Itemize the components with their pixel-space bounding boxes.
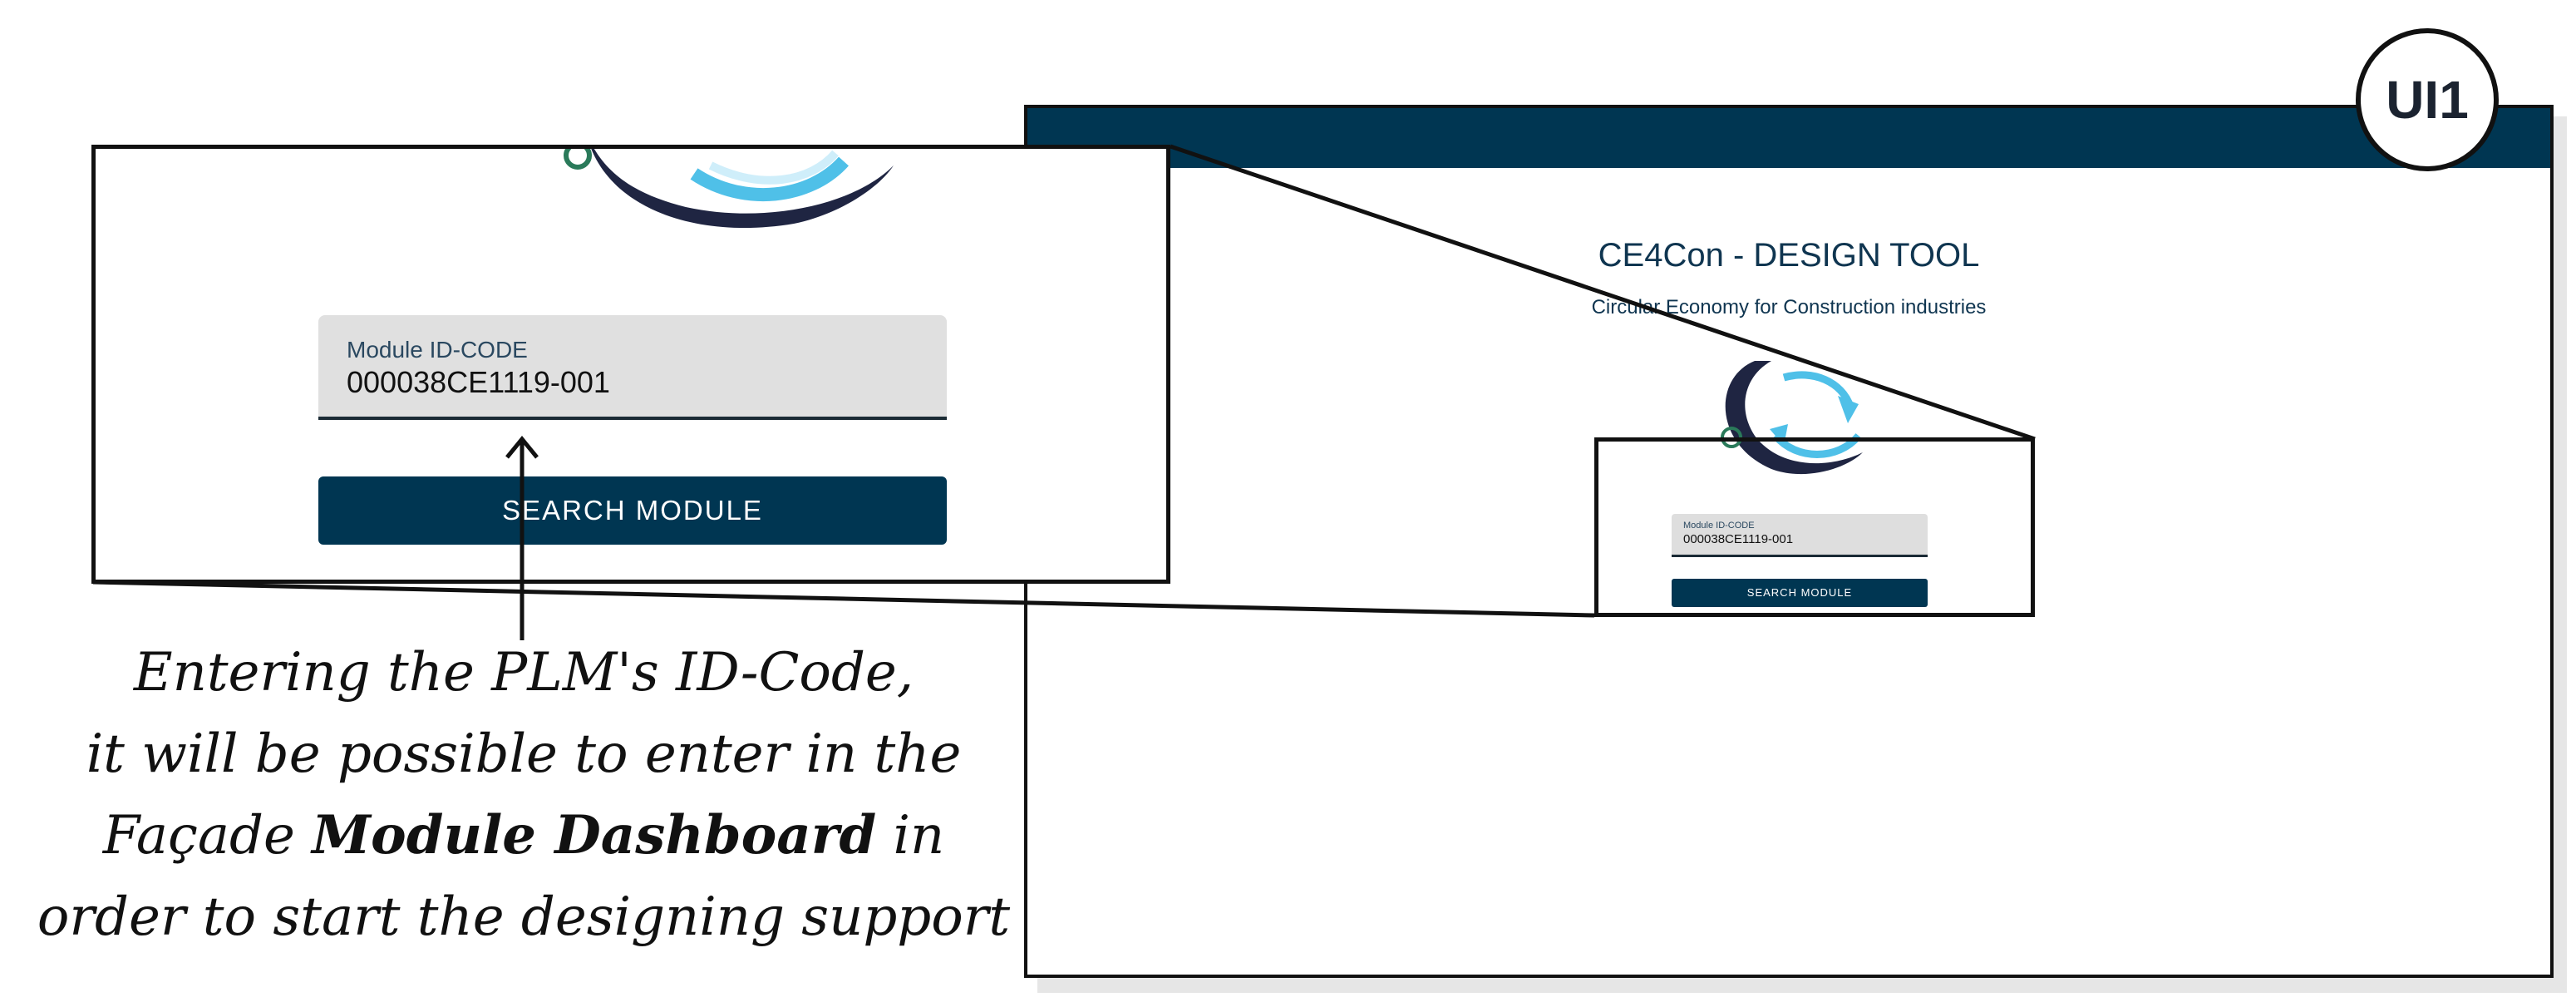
module-id-input[interactable]: Module ID-CODE 000038CE1119-001 <box>318 315 947 420</box>
circular-economy-logo-icon-large <box>564 149 894 229</box>
module-id-label: Module ID-CODE <box>347 337 528 363</box>
caption-line-2: it will be possible to enter in the <box>86 723 962 785</box>
caption-line-1: Entering the PLM's ID-Code, <box>133 642 914 703</box>
caption-line-4: order to start the designing support <box>37 886 1011 948</box>
search-module-button[interactable]: SEARCH MODULE <box>318 476 947 545</box>
module-id-label-small: Module ID-CODE <box>1683 521 1755 531</box>
module-id-input-small[interactable]: Module ID-CODE 000038CE1119-001 <box>1672 514 1928 557</box>
zoom-detail-panel: Module ID-CODE 000038CE1119-001 SEARCH M… <box>91 145 1170 584</box>
caption-text: Entering the PLM's ID-Code, it will be p… <box>17 632 1031 958</box>
caption-module-dashboard: Module Dashboard <box>312 804 877 866</box>
app-subtitle: Circular Economy for Construction indust… <box>1591 296 1987 318</box>
caption-line-3-pre: Façade <box>102 805 313 866</box>
window-header-bar <box>1027 108 2550 168</box>
app-title: CE4Con - DESIGN TOOL <box>1598 237 1980 274</box>
ui1-badge: UI1 <box>2356 28 2499 171</box>
module-id-value-small: 000038CE1119-001 <box>1683 532 1794 546</box>
caption-line-3-post: in <box>876 805 945 866</box>
zoom-target-frame <box>1594 437 2035 617</box>
caption-line-3: Façade Module Dashboard in <box>17 795 1031 876</box>
module-id-value: 000038CE1119-001 <box>347 365 610 399</box>
search-module-button-small[interactable]: SEARCH MODULE <box>1672 579 1928 607</box>
